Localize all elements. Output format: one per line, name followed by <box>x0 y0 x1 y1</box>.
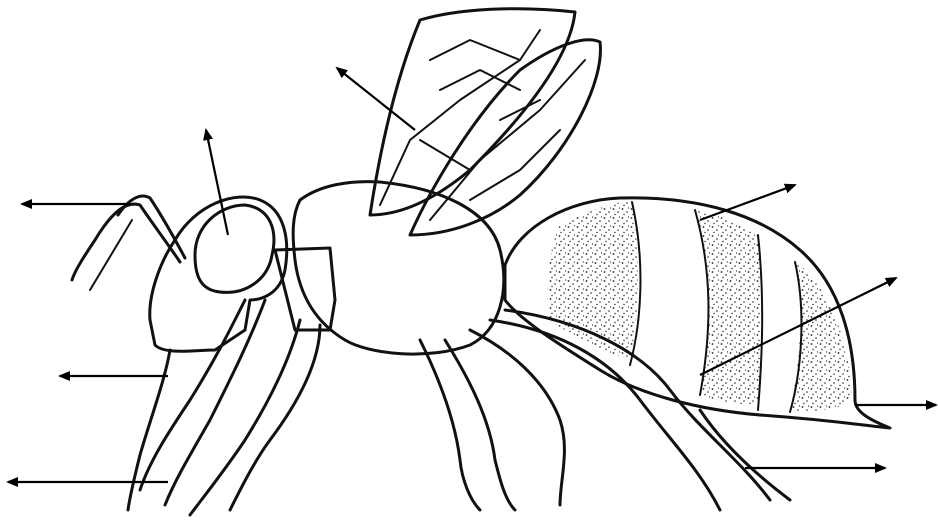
head <box>150 197 287 351</box>
wings-pointer-arrow <box>337 68 415 130</box>
abdomen-stripe-pointer-arrow <box>700 185 795 220</box>
thorax <box>275 182 504 354</box>
legs <box>128 300 790 515</box>
antennae <box>72 196 185 290</box>
abdomen <box>505 198 890 428</box>
